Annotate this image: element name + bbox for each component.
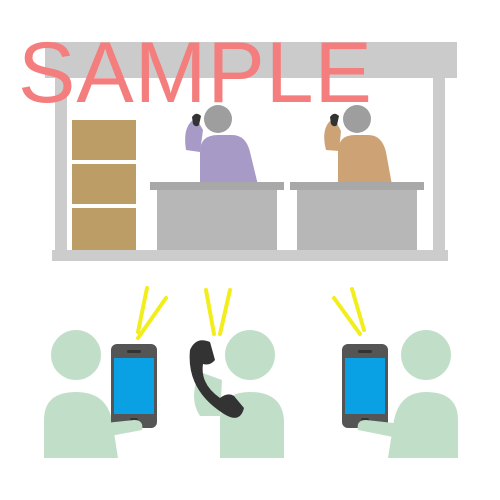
smartphone-icon bbox=[111, 344, 157, 428]
ringing-icon bbox=[136, 286, 168, 340]
desk bbox=[290, 182, 424, 250]
booth-left-post bbox=[55, 78, 67, 258]
desk bbox=[150, 182, 284, 250]
booth-roof bbox=[45, 42, 457, 78]
caller-icon bbox=[189, 288, 284, 458]
telephone-handset-icon bbox=[189, 340, 244, 418]
operator-icon bbox=[185, 105, 258, 185]
operator-icon bbox=[324, 105, 392, 185]
caller-icon bbox=[44, 286, 168, 458]
booth-right-post bbox=[433, 78, 445, 258]
storage-shelf bbox=[72, 120, 136, 250]
call-center-booth-icon bbox=[45, 42, 457, 261]
ringing-icon bbox=[332, 287, 366, 336]
ringing-icon bbox=[204, 288, 232, 336]
booth-floor bbox=[52, 250, 448, 261]
caller-icon bbox=[332, 287, 458, 458]
smartphone-icon bbox=[342, 344, 388, 428]
